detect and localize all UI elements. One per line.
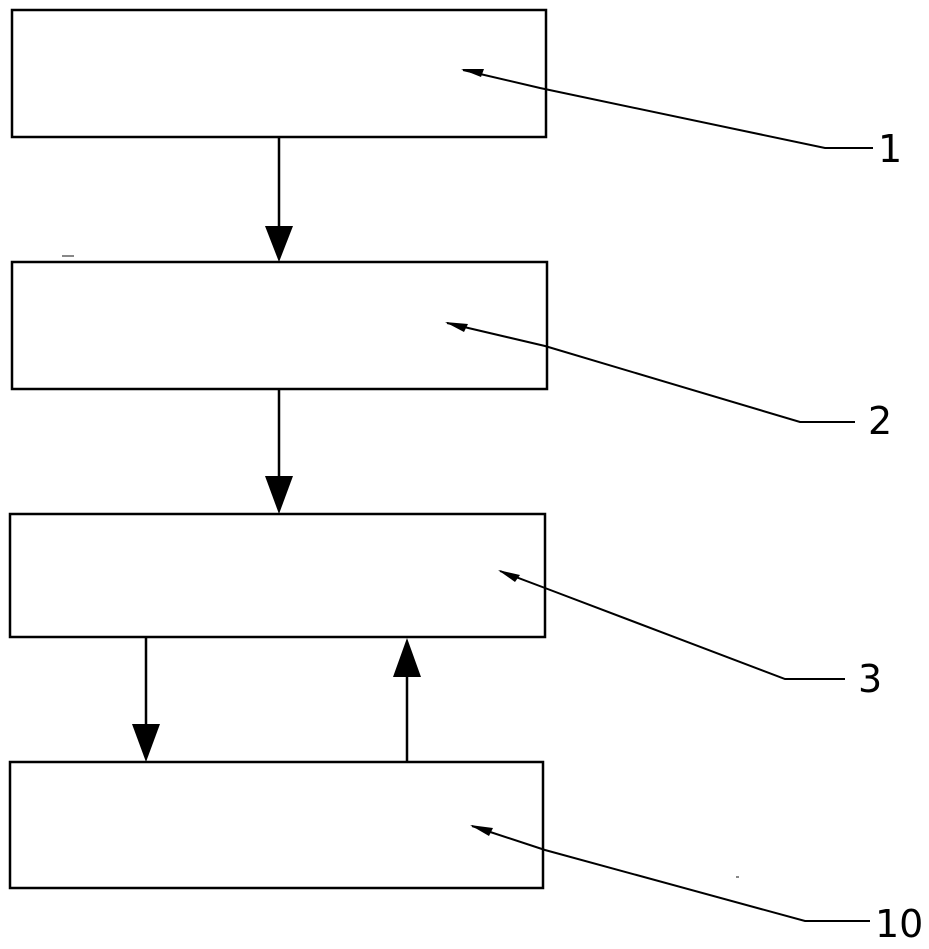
- leader-arrow-icon: [498, 570, 520, 582]
- ref-label-1: 1: [878, 127, 902, 171]
- leader-arrow-icon: [445, 322, 468, 332]
- arrowhead-down-icon: [132, 724, 160, 762]
- block-10: [8, 760, 545, 890]
- leader-arrow-icon: [461, 69, 484, 77]
- arrow-block-2-to-block-3: [265, 390, 293, 514]
- arrowhead-down-icon: [265, 226, 293, 262]
- arrow-block-3-to-block-10: [132, 638, 160, 762]
- leader-line-2: [445, 322, 855, 423]
- block-3: [8, 512, 547, 639]
- ref-label-10: 10: [875, 902, 923, 946]
- arrowhead-up-icon: [393, 638, 421, 677]
- leader-arrow-icon: [470, 825, 493, 836]
- leader-line-3: [498, 570, 845, 680]
- ref-label-3: 3: [858, 657, 882, 701]
- leader-line-10: [470, 825, 870, 922]
- arrow-block-10-to-block-3: [393, 638, 421, 761]
- leader-line-1: [461, 69, 873, 149]
- arrowhead-down-icon: [265, 476, 293, 514]
- arrow-block-1-to-block-2: [265, 138, 293, 262]
- scan-speck: [736, 876, 739, 878]
- scan-speck: [62, 255, 74, 257]
- ref-label-2: 2: [868, 399, 892, 443]
- block-1: [10, 8, 548, 139]
